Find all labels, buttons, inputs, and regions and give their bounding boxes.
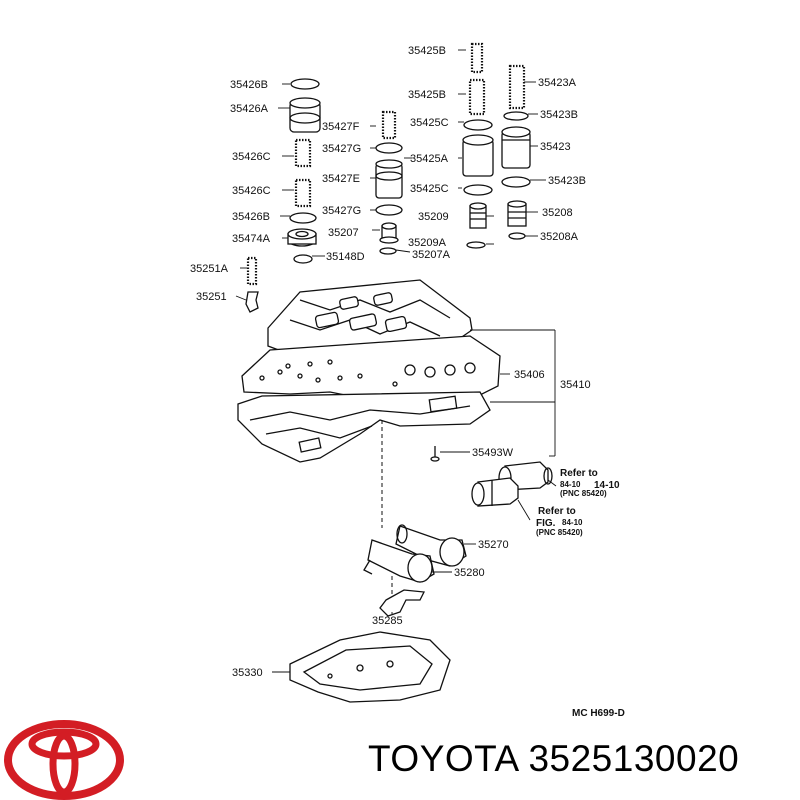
part-seal-35148D [293,254,313,264]
part-spring-35425B [468,78,486,116]
part-spring-35251A [246,256,258,286]
callout-35427G-1: 35427G [322,143,361,155]
callout-35423A: 35423A [538,77,577,89]
part-spring-35426C-upper [294,138,312,168]
callout-35427E: 35427E [322,173,360,185]
callout-35427G-2: 35427G [322,205,361,217]
callout-35208: 35208 [542,207,573,219]
callout-35427F: 35427F [322,121,360,133]
part-solenoid-35280 [363,539,435,583]
part-ring-35426B [290,78,320,90]
callout-35209A: 35209A [408,237,447,249]
part-ring-35427G-upper [375,142,403,154]
callout-35251: 35251 [196,291,227,303]
reference-upper-pnc: (PNC 85420) [560,489,607,498]
part-ring-35427G-lower [375,204,403,216]
callout-35207: 35207 [328,227,359,239]
part-washer-35209A [466,241,486,249]
part-washer-35208A [508,232,526,240]
callout-35423B-top: 35423B [540,109,578,121]
reference-note-upper: Refer to 84-10 14-10 (PNC 85420) [560,468,620,498]
part-ring-35425C-lower [463,184,493,196]
reference-lower-pnc: (PNC 85420) [536,528,583,537]
callout-35148D: 35148D [326,251,365,263]
callout-35423: 35423 [540,141,571,153]
brand-part-number: TOYOTA 3525130020 [368,738,740,779]
callout-35426C-2: 35426C [232,185,271,197]
part-spring-35426C-lower [294,178,312,208]
part-ring-35423B-lower [501,176,531,188]
reference-upper-fig: 84-10 [560,480,581,489]
part-spring-35425B-top [470,42,484,74]
callout-35208A: 35208A [540,231,579,243]
callout-35280: 35280 [454,567,485,579]
callout-35426B-top: 35426B [230,79,268,91]
callout-35410: 35410 [560,379,591,391]
drawing-code: MC H699-D [572,708,625,719]
callout-35425B-top: 35425B [408,45,446,57]
part-valve-body-lower [237,391,491,463]
part-sleeve-35426A [289,97,321,133]
part-sleeve-35427E [375,159,403,199]
callout-35474A: 35474A [232,233,271,245]
toyota-logo-icon [4,720,124,800]
callout-35423B-2: 35423B [548,175,586,187]
part-washer-35207A [379,247,397,255]
part-plug-35207 [379,222,399,244]
reference-upper-fig-big: 14-10 [594,480,620,491]
callout-35425C-top: 35425C [410,117,449,129]
callout-35270: 35270 [478,539,509,551]
callout-35426A: 35426A [230,103,269,115]
part-spring-35423A [508,64,526,110]
part-bolt-35493W [430,446,440,462]
callout-35209: 35209 [418,211,449,223]
reference-note-lower: Refer to FIG. 84-10 (PNC 85420) [536,506,583,537]
callout-35425B: 35425B [408,89,446,101]
part-solenoid-35270 [395,524,467,567]
callout-35493W: 35493W [472,447,514,459]
part-ring-35423B-upper [503,111,529,121]
callout-35285: 35285 [372,615,403,627]
part-plug-35474A [287,228,317,247]
callout-35330: 35330 [232,667,263,679]
part-plug-35209 [469,202,487,229]
part-plug-35208 [507,200,527,227]
callout-35425A: 35425A [410,153,449,165]
reference-lower-title: Refer to [538,506,576,517]
part-spring-35427F [381,110,397,140]
part-ring-35426B-lower [289,212,317,224]
reference-lower-fig-num: 84-10 [562,518,583,527]
part-clip-35251 [245,291,259,313]
reference-upper-title: Refer to [560,468,598,479]
leader-lines [235,49,557,673]
part-sleeve-35423 [501,126,531,169]
callout-35251A: 35251A [190,263,229,275]
callout-35207A: 35207A [412,249,451,261]
part-bracket-35285 [379,589,426,617]
callout-labels: 35425B 35426B 35423A 35425B 35426A 35423… [190,45,591,679]
callout-35426C-1: 35426C [232,151,271,163]
callout-35426B-2: 35426B [232,211,270,223]
part-oil-strainer-35330 [289,631,451,703]
part-solenoid-lower [471,477,519,507]
callout-35425C-2: 35425C [410,183,449,195]
part-ring-35425C-upper [463,119,493,131]
callout-35406: 35406 [514,369,545,381]
reference-lower-fig: FIG. [536,518,556,529]
part-sleeve-35425A [462,134,494,177]
